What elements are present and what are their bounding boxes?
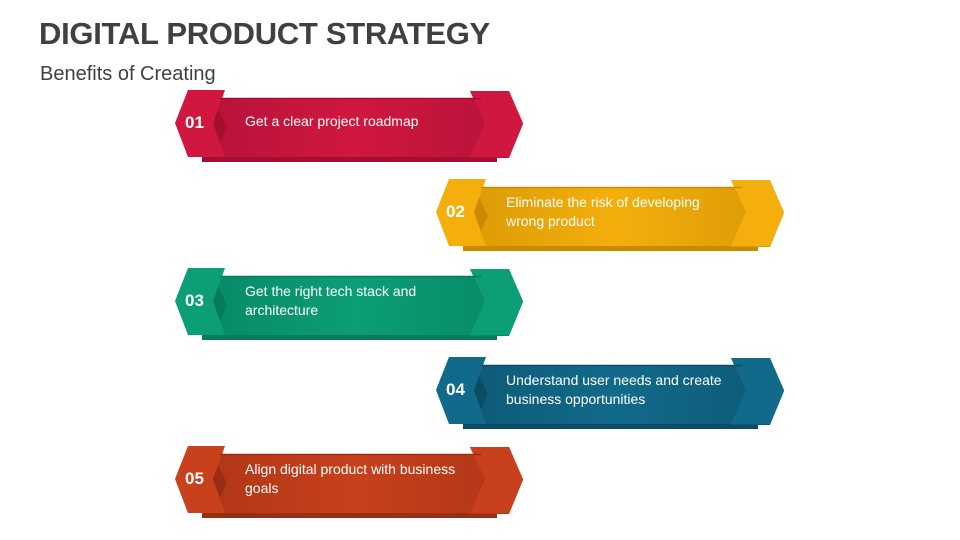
- benefit-ribbon-04: 04 Understand user needs and create busi…: [436, 356, 788, 432]
- step-text: Align digital product with business goal…: [245, 461, 456, 496]
- step-number: 02: [446, 202, 465, 221]
- step-text: Understand user needs and create busines…: [506, 372, 722, 407]
- step-number: 04: [446, 380, 465, 399]
- slide-subtitle: Benefits of Creating: [40, 63, 216, 85]
- benefit-ribbon-03: 03 Get the right tech stack and architec…: [175, 267, 527, 343]
- slide-title: DIGITAL PRODUCT STRATEGY: [39, 16, 490, 51]
- step-text: Get the right tech stack and architectur…: [245, 283, 417, 318]
- step-number: 03: [185, 291, 204, 310]
- benefit-ribbon-01: 01 Get a clear project roadmap: [175, 89, 527, 165]
- ribbon-shape-icon: [436, 179, 784, 251]
- step-number: 05: [185, 469, 204, 488]
- benefit-ribbon-05: 05 Align digital product with business g…: [175, 445, 527, 521]
- ribbon-shape-icon: [175, 90, 523, 162]
- step-text: Get a clear project roadmap: [245, 113, 419, 129]
- ribbon-shape-icon: [175, 268, 523, 340]
- ribbon-shape-icon: [436, 357, 784, 429]
- step-text: Eliminate the risk of developing wrong p…: [506, 194, 700, 229]
- benefit-ribbon-02: 02 Eliminate the risk of developing wron…: [436, 178, 788, 254]
- ribbon-shape-icon: [175, 446, 523, 518]
- step-number: 01: [185, 113, 204, 132]
